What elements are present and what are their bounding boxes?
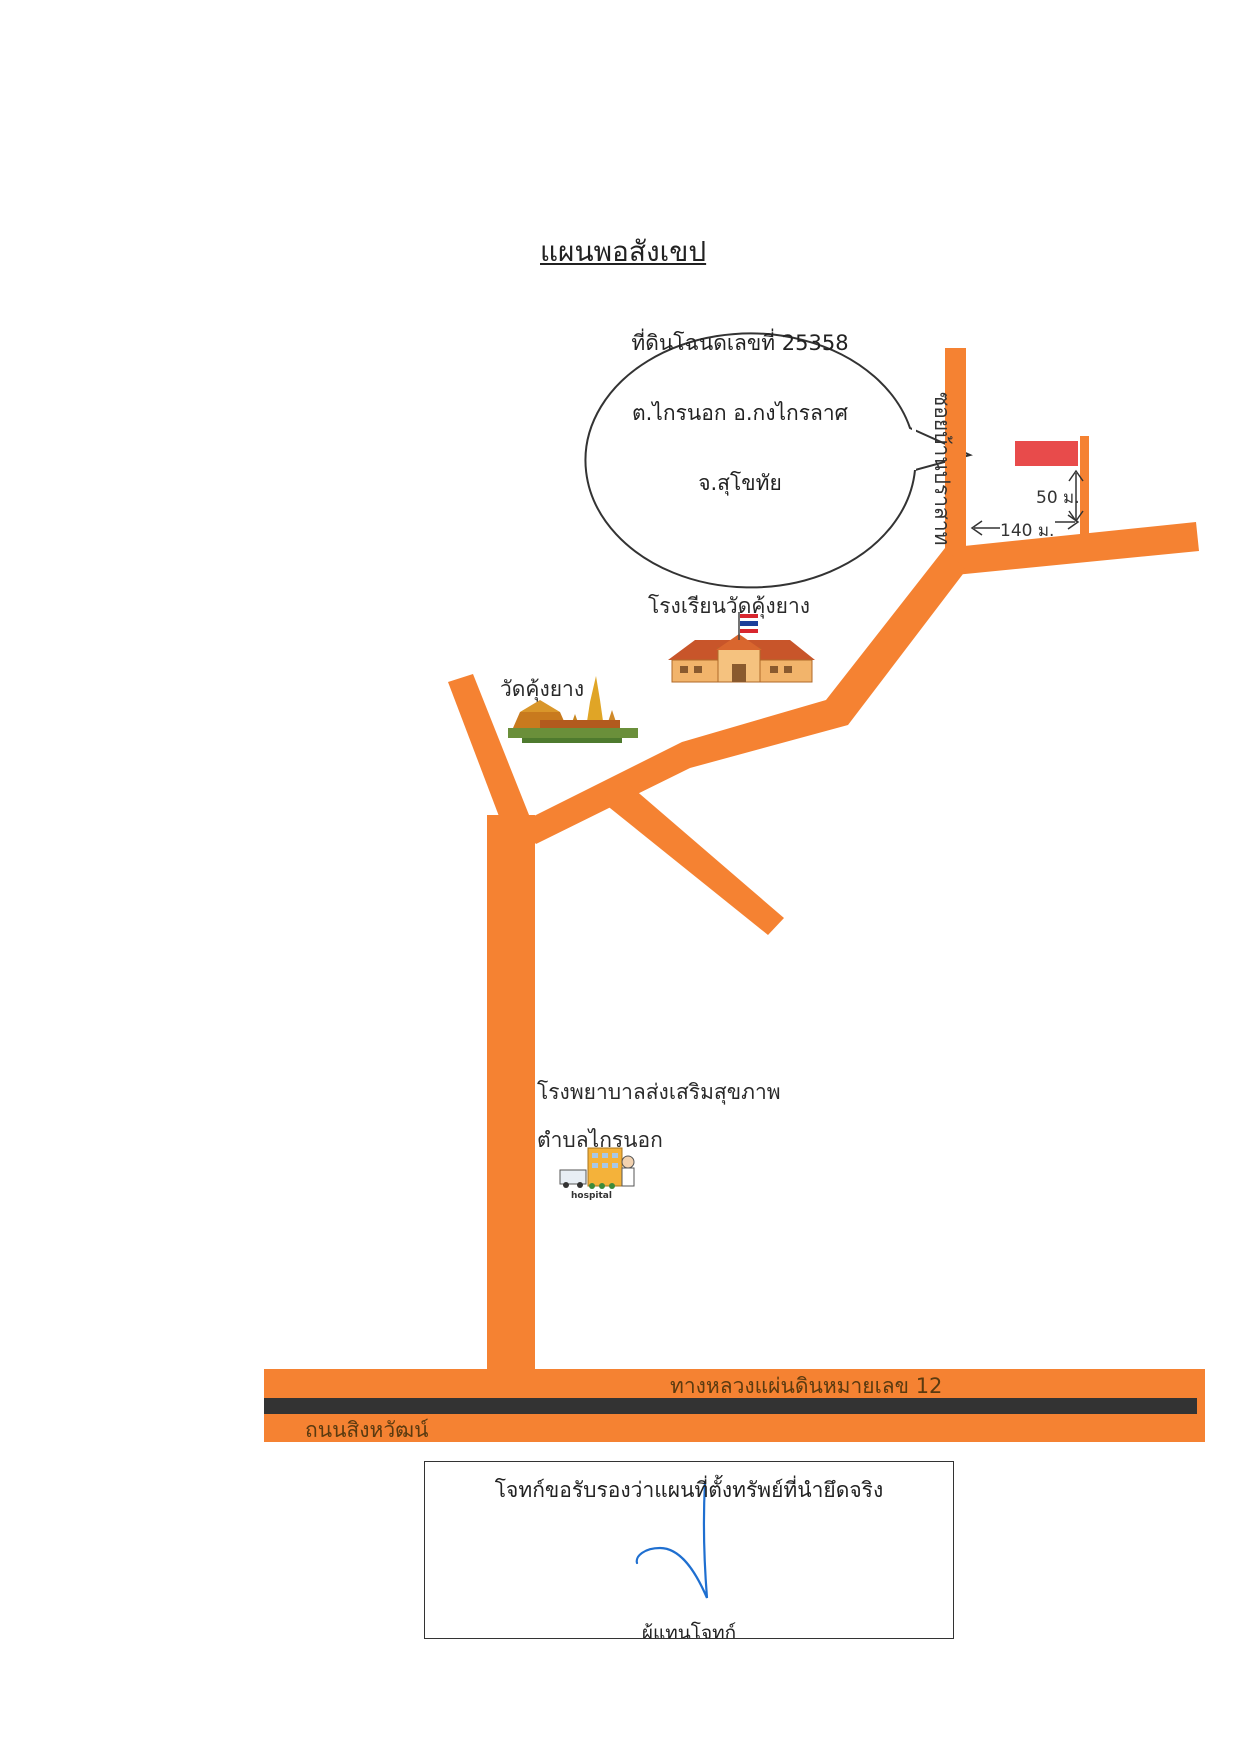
signature [635,1480,709,1599]
diagonal-road [518,548,966,844]
school-icon [668,612,815,683]
east-road [945,522,1199,575]
distance-offset: 50 ม. [1036,488,1080,508]
north-road [448,674,535,840]
main-road [487,815,535,1372]
hospital-label-line1: โรงพยาบาลส่งเสริมสุขภาพ [537,1080,781,1104]
highway-centerline [264,1398,1197,1414]
highway-label: ทางหลวงแผ่นดินหมายเลข 12 [670,1374,943,1398]
soi-road [945,348,966,551]
parcel-deed-number: ที่ดินโฉนดเลขที่ 25358 [631,331,849,355]
hospital-icon-label: hospital [571,1191,612,1201]
info-bubble [584,332,973,589]
temple-icon [508,676,638,743]
certification-box: โจทก์ขอรับรองว่าแผนที่ตั้งทรัพย์ที่นำยึด… [424,1461,954,1639]
hospital-label-line2: ตำบลไกรนอก [537,1128,663,1152]
dimension-arrows [970,469,1084,536]
highway-alt-label: ถนนสิงหวัฒน์ [305,1418,429,1442]
soi-label: ซอยบ้านปราสาท [930,392,954,546]
distance-to-soi: 140 ม. [1000,521,1055,541]
parcel-district: ต.ไกรนอก อ.กงไกรลาศ [631,401,849,425]
branch-road [600,782,784,935]
plot-boundary-line [1080,436,1089,536]
school-label: โรงเรียนวัดคุ้งยาง [648,594,811,618]
certification-text: โจทก์ขอรับรองว่าแผนที่ตั้งทรัพย์ที่นำยึด… [494,1478,884,1502]
temple-label: วัดคุ้งยาง [500,677,585,701]
signer-label: ผู้แทนโจทก์ [641,1622,737,1639]
page-title: แผนพอสังเขป [540,235,707,268]
parcel-province: จ.สุโขทัย [698,471,782,495]
parcel-marker [1015,441,1078,466]
hospital-icon [559,1147,635,1189]
